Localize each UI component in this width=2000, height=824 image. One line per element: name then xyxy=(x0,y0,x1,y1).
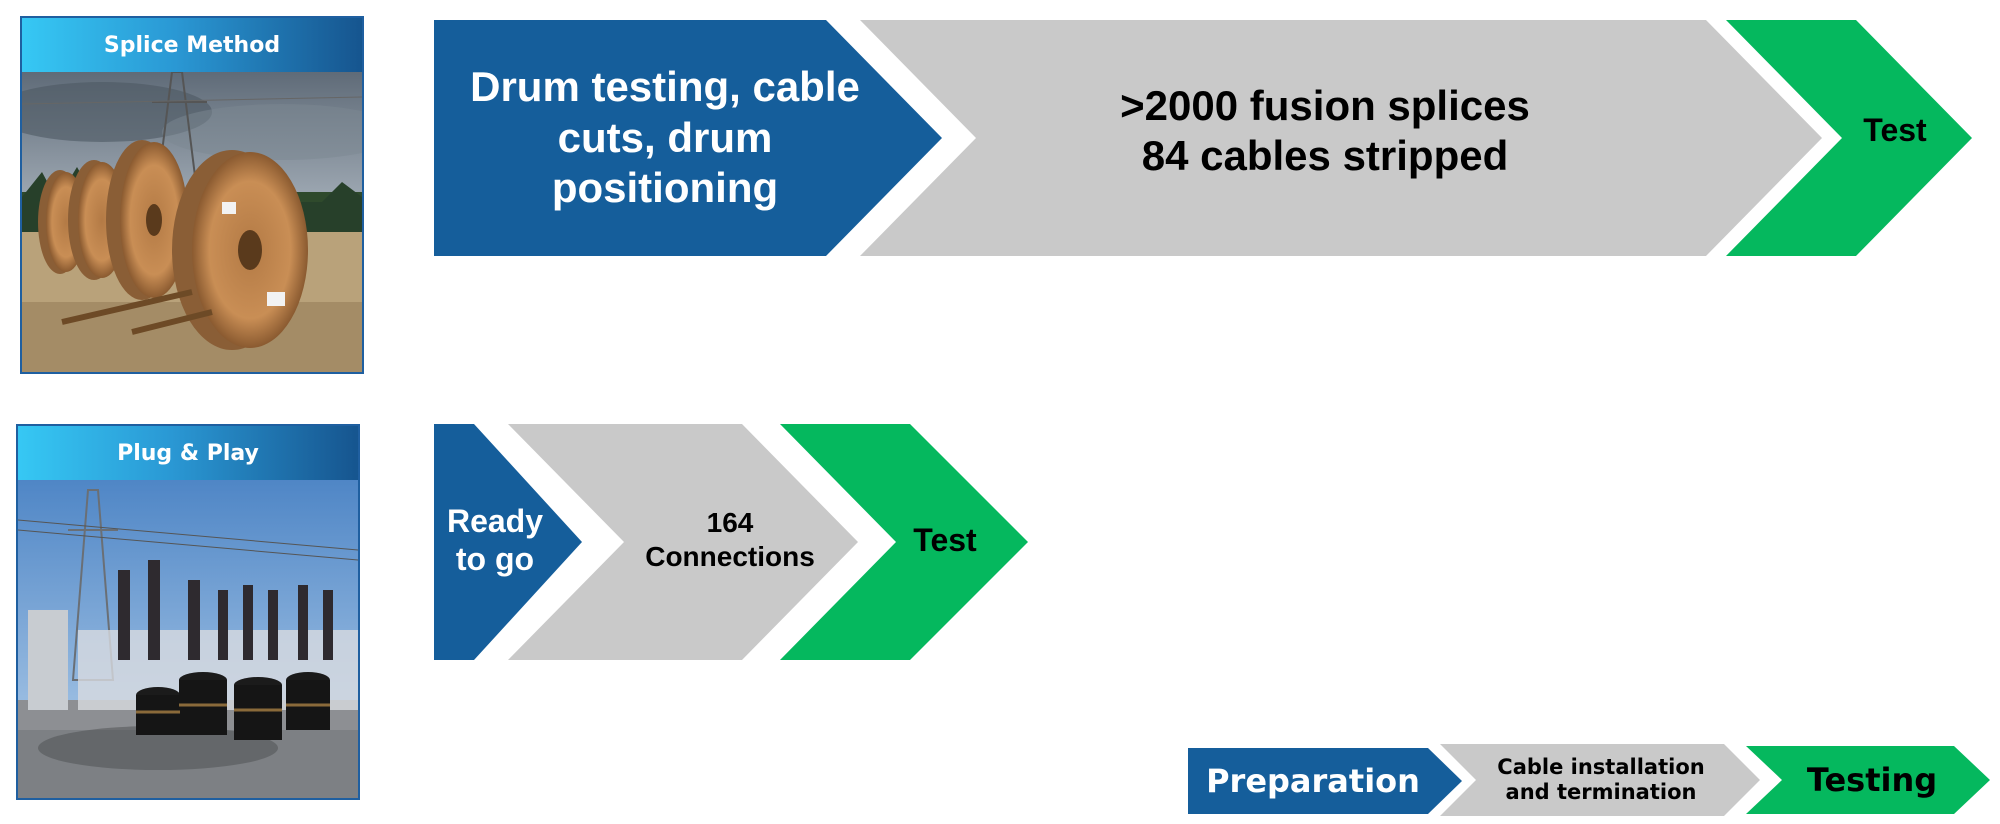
legend-preparation-chevron xyxy=(1188,748,1462,814)
legend-preparation-label: Preparation xyxy=(1206,761,1420,800)
legend-testing-label: Testing xyxy=(1806,760,1938,799)
substation-photo xyxy=(18,480,358,798)
splice-preparation-label: Drum testing, cable cuts, drum positioni… xyxy=(470,63,860,212)
plug-and-play-card: Plug & Play xyxy=(16,424,360,800)
legend-installation-chevron xyxy=(1440,744,1760,816)
legend-installation-label: Cable installation and termination xyxy=(1497,754,1705,804)
plug-preparation-label: Ready to go xyxy=(446,502,544,577)
plug-and-play-title: Plug & Play xyxy=(18,426,358,480)
splice-method-title: Splice Method xyxy=(22,18,362,72)
plug-installation-label: 164 Connections xyxy=(645,507,815,572)
cable-drums-photo xyxy=(22,72,362,372)
splice-preparation-chevron xyxy=(434,20,942,256)
legend-testing-chevron xyxy=(1746,746,1990,814)
splice-testing-label: Test xyxy=(1863,111,1927,148)
splice-method-card: Splice Method xyxy=(20,16,364,374)
splice-installation-label: >2000 fusion splices 84 cables stripped xyxy=(1120,81,1530,179)
splice-installation-chevron xyxy=(860,20,1822,256)
plug-testing-chevron xyxy=(780,424,1028,660)
plug-testing-label: Test xyxy=(913,521,977,558)
plug-installation-chevron xyxy=(508,424,858,660)
splice-testing-chevron xyxy=(1726,20,1972,256)
plug-preparation-chevron xyxy=(434,424,582,660)
